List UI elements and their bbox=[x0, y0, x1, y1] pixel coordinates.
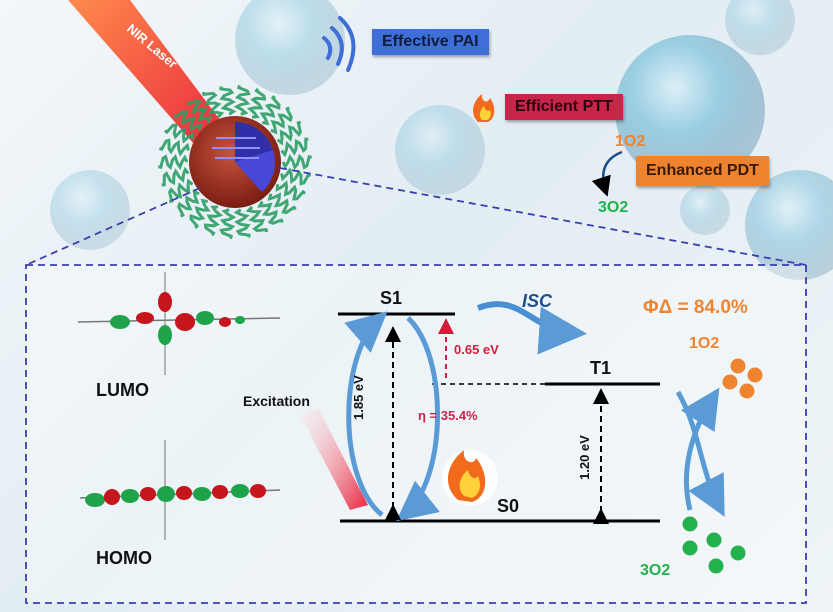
top-singlet-oxygen-label: 1O2 bbox=[615, 133, 645, 150]
enhanced-pdt-label: Enhanced PDT bbox=[636, 156, 769, 186]
triplet-oxygen-dots bbox=[682, 516, 746, 574]
relaxation-arrow bbox=[396, 316, 440, 522]
polymer-chain bbox=[167, 178, 194, 204]
zoom-frame bbox=[25, 264, 807, 604]
nanoparticle bbox=[158, 84, 312, 240]
polymer-chain bbox=[233, 208, 251, 238]
lumo-molecule bbox=[77, 272, 281, 375]
zoom-line-left bbox=[25, 187, 201, 266]
s0-label: S0 bbox=[497, 496, 520, 516]
polymer-chain bbox=[219, 86, 237, 116]
background-bubbles bbox=[50, 0, 833, 280]
zoom-line-right bbox=[279, 167, 807, 266]
triplet-oxygen-label: 3O2 bbox=[640, 562, 671, 579]
polymer-chain bbox=[257, 200, 284, 225]
singlet-oxygen-label: 1O2 bbox=[689, 335, 720, 352]
excitation-label: Excitation bbox=[243, 393, 310, 409]
polymer-chain bbox=[161, 166, 190, 187]
polymer-shell bbox=[158, 84, 312, 240]
efficient-ptt-label: Efficient PTT bbox=[505, 94, 623, 120]
top-triplet-oxygen-label: 3O2 bbox=[598, 199, 628, 216]
lumo-label: LUMO bbox=[96, 380, 149, 400]
s1-s0-gap-value: 1.85 eV bbox=[351, 375, 366, 420]
oxygen-cycle-arrow-up bbox=[680, 387, 720, 511]
homo-molecule bbox=[79, 440, 281, 540]
excitation-arrow bbox=[344, 311, 388, 517]
polymer-chain bbox=[189, 198, 211, 229]
t1-s0-gap-value: 1.20 eV bbox=[577, 435, 592, 480]
oxygen-cycle-top: 1O2 3O2 bbox=[591, 133, 645, 216]
polymer-chain bbox=[201, 91, 225, 119]
polymer-chain bbox=[281, 153, 312, 171]
polymer-chain bbox=[164, 123, 195, 144]
polymer-chain bbox=[203, 205, 224, 237]
polymer-chain bbox=[246, 87, 267, 119]
polymer-chain bbox=[173, 109, 203, 132]
polymer-chain bbox=[186, 99, 213, 124]
polymer-chain bbox=[158, 138, 190, 157]
polymer-chain bbox=[158, 153, 189, 171]
effective-pai-label: Effective PAI bbox=[372, 29, 489, 55]
singlet-oxygen-quantum-yield: ΦΔ = 84.0% bbox=[643, 297, 748, 318]
polymer-chain bbox=[233, 84, 251, 116]
s1-label: S1 bbox=[380, 288, 403, 308]
polymer-chain bbox=[267, 192, 297, 215]
s1-t1-gap-value: 0.65 eV bbox=[454, 342, 499, 357]
small-flame-icon bbox=[473, 94, 495, 122]
polymer-chain bbox=[280, 167, 312, 186]
polymer-chain bbox=[280, 137, 309, 158]
polymer-chain bbox=[275, 180, 306, 201]
excitation-beam bbox=[300, 408, 368, 510]
photoacoustic-wave-icon bbox=[322, 16, 356, 72]
polymer-chain bbox=[177, 189, 200, 218]
polymer-chain bbox=[259, 95, 281, 126]
large-flame-icon bbox=[442, 450, 498, 506]
singlet-oxygen-dots bbox=[722, 358, 763, 399]
photothermal-efficiency: η = 35.4% bbox=[418, 408, 478, 423]
polymer-chain bbox=[219, 208, 237, 240]
polymer-chain bbox=[270, 106, 293, 135]
t1-label: T1 bbox=[590, 358, 612, 378]
isc-label: ISC bbox=[522, 291, 553, 311]
polymer-chain bbox=[245, 205, 269, 233]
polymer-chain bbox=[276, 120, 303, 146]
isc-arrow bbox=[476, 301, 587, 355]
homo-label: HOMO bbox=[96, 548, 152, 568]
